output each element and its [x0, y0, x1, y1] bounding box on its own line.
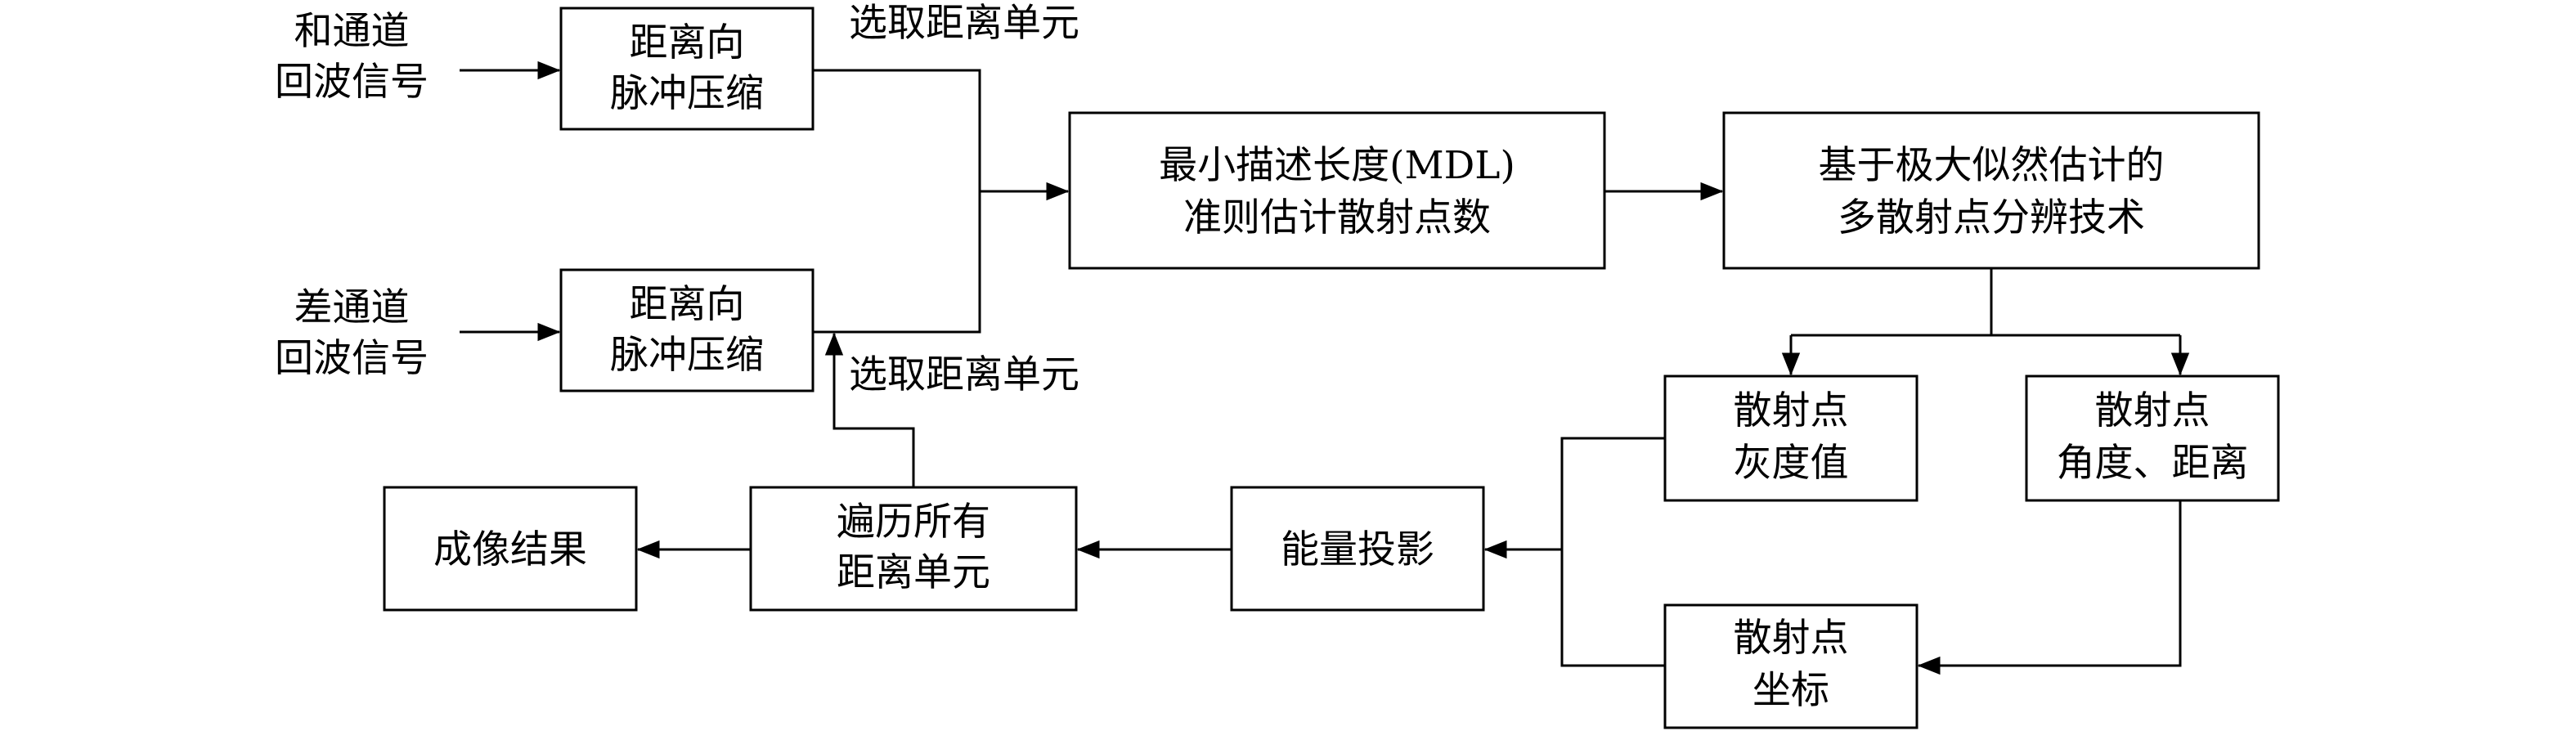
coordinates-line1: 散射点: [1734, 616, 1849, 661]
sum-channel-input-label: 和通道 回波信号: [275, 9, 429, 105]
imaging-result-label: 成像结果: [433, 527, 587, 572]
range-compress-top-box: 距离向 脉冲压缩: [559, 7, 815, 131]
arrow-angle-to-coordinates: [1917, 500, 2182, 675]
angle-range-box: 散射点 角度、距离: [2025, 374, 2280, 502]
gray-value-line1: 散射点: [1734, 388, 1849, 433]
sum-input-line1: 和通道: [294, 9, 410, 54]
range-compress-bottom-box: 距离向 脉冲压缩: [559, 268, 815, 392]
range-compress-bottom-line2: 脉冲压缩: [610, 333, 764, 378]
mdl-line1: 最小描述长度(MDL): [1159, 143, 1515, 188]
diff-channel-input-label: 差通道 回波信号: [275, 285, 429, 381]
coordinates-line2: 坐标: [1752, 668, 1829, 713]
ml-line1: 基于极大似然估计的: [1819, 143, 2165, 188]
svg-text:选取距离单元: 选取距离单元: [849, 1, 1079, 46]
diff-input-line2: 回波信号: [275, 336, 429, 381]
select-cell-label-top: 选取距离单元: [849, 1, 1079, 46]
line-ml-split: [1791, 268, 2180, 337]
mdl-line2: 准则估计散射点数: [1183, 195, 1491, 240]
gray-value-box: 散射点 灰度值: [1663, 374, 1919, 502]
imaging-result-box: 成像结果: [383, 486, 638, 612]
gray-value-line2: 灰度值: [1734, 441, 1849, 486]
angle-range-line2: 角度、距离: [2057, 441, 2249, 486]
energy-projection-box: 能量投影: [1230, 486, 1485, 612]
sum-input-line2: 回波信号: [275, 60, 429, 105]
range-compress-bottom-line1: 距离向: [630, 282, 745, 327]
mdl-estimation-box: 最小描述长度(MDL) 准则估计散射点数: [1068, 111, 1606, 270]
ml-resolution-box: 基于极大似然估计的 多散射点分辨技术: [1722, 111, 2260, 270]
range-compress-top-line1: 距离向: [630, 20, 745, 65]
angle-range-line1: 散射点: [2095, 388, 2210, 433]
arrow-traverse-loop-back: [824, 332, 915, 487]
select-cell-label-bottom: 选取距离单元: [849, 352, 1079, 397]
range-compress-top-line2: 脉冲压缩: [610, 71, 764, 116]
traverse-cells-box: 遍历所有 距离单元: [749, 486, 1078, 612]
coordinates-box: 散射点 坐标: [1663, 603, 1919, 729]
diff-input-line1: 差通道: [294, 285, 410, 330]
svg-text:选取距离单元: 选取距离单元: [849, 352, 1079, 397]
ml-line2: 多散射点分辨技术: [1838, 195, 2145, 240]
line-top-compress-out: [813, 69, 981, 334]
energy-projection-label: 能量投影: [1281, 527, 1434, 572]
line-gray-coord-merge: [1560, 437, 1665, 667]
traverse-line1: 遍历所有: [837, 500, 990, 545]
traverse-line2: 距离单元: [837, 550, 990, 595]
